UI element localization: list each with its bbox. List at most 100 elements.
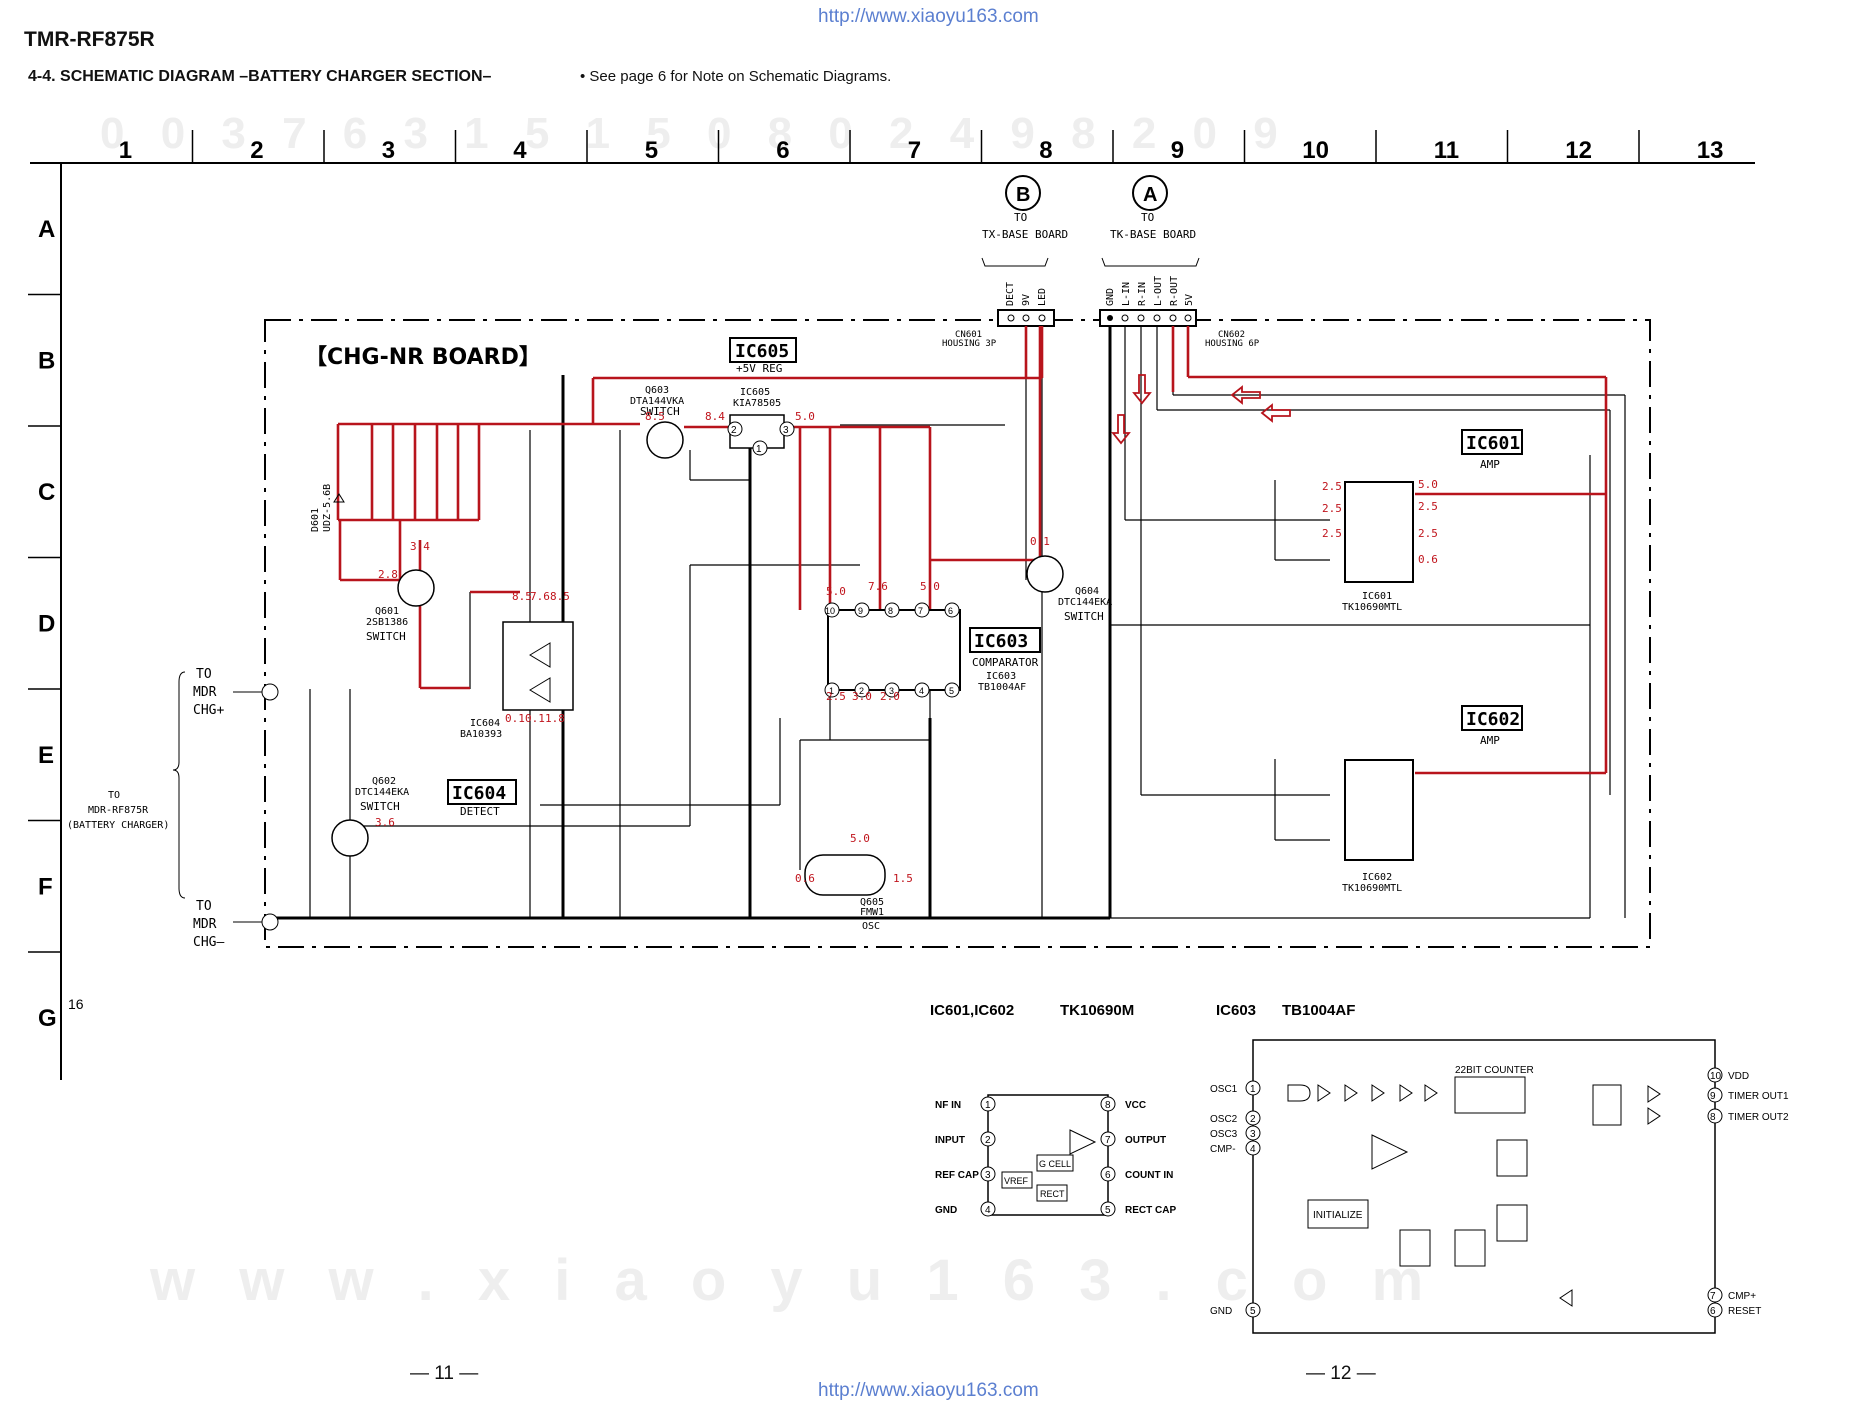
voltage-label: 1.5 — [893, 872, 913, 885]
svg-text:SWITCH: SWITCH — [366, 630, 406, 643]
svg-text:6: 6 — [948, 606, 953, 616]
svg-text:2SB1386: 2SB1386 — [366, 617, 408, 628]
signal-arrows — [1111, 374, 1291, 445]
svg-text:BA10393: BA10393 — [460, 729, 502, 740]
svg-text:CN601: CN601 — [955, 330, 982, 340]
grid-col-label: 6 — [776, 137, 789, 164]
tb-pin-right: VDD — [1728, 1071, 1749, 1082]
svg-text:DTC144EKA: DTC144EKA — [1058, 597, 1112, 608]
svg-text:7: 7 — [918, 606, 923, 616]
transistor-q605: Q605 FMW1 OSC — [804, 854, 886, 932]
svg-text:7: 7 — [1710, 1291, 1716, 1302]
voltage-label: 0.6 — [1418, 553, 1438, 566]
tb-pin-right: RESET — [1728, 1306, 1761, 1317]
grid-col-label: 9 — [1171, 137, 1184, 164]
top-url[interactable]: http://www.xiaoyu163.com — [818, 6, 1039, 27]
tk-pin-right: RECT CAP — [1125, 1205, 1176, 1216]
transistor-q604: Q604 DTC144EKA SWITCH — [1026, 555, 1112, 623]
svg-text:SWITCH: SWITCH — [1064, 610, 1104, 623]
connector-a: A TO TK-BASE BOARD CN602 HOUSING 6P GND … — [1099, 175, 1260, 349]
transistor-q602: Q602 DTC144EKA SWITCH — [331, 776, 409, 857]
svg-text:GND: GND — [1105, 288, 1116, 306]
bottom-url[interactable]: http://www.xiaoyu163.com — [818, 1380, 1039, 1401]
voltage-label: 2.5 — [826, 690, 846, 703]
svg-text:4: 4 — [919, 686, 924, 696]
svg-text:IC603: IC603 — [986, 671, 1016, 682]
tk-pin-right: OUTPUT — [1125, 1135, 1166, 1146]
svg-text:8: 8 — [1710, 1112, 1716, 1123]
schematic-note: • See page 6 for Note on Schematic Diagr… — [580, 68, 892, 85]
tk-pin-right: VCC — [1125, 1100, 1146, 1111]
model-title: TMR-RF875R — [24, 28, 155, 51]
tk-pin-right: COUNT IN — [1125, 1170, 1173, 1181]
grid-col-label: 3 — [382, 137, 395, 164]
svg-text:(BATTERY CHARGER): (BATTERY CHARGER) — [67, 820, 169, 831]
svg-text:22BIT COUNTER: 22BIT COUNTER — [1455, 1065, 1534, 1076]
svg-text:6: 6 — [1710, 1306, 1716, 1317]
svg-text:Q601: Q601 — [375, 606, 399, 617]
svg-text:IC603: IC603 — [1216, 1002, 1256, 1019]
transistor-q603: Q603 DTA144VKA SWITCH — [630, 385, 684, 459]
svg-text:TK10690MTL: TK10690MTL — [1342, 883, 1402, 894]
voltage-label: 0.6 — [795, 872, 815, 885]
svg-text:IC601,IC602: IC601,IC602 — [930, 1002, 1014, 1019]
svg-text:8: 8 — [1105, 1100, 1111, 1111]
svg-text:HOUSING 6P: HOUSING 6P — [1205, 339, 1260, 349]
svg-text:Q602: Q602 — [372, 776, 396, 787]
svg-text:HOUSING 3P: HOUSING 3P — [942, 339, 997, 349]
grid-frame — [30, 162, 1755, 1080]
voltage-label: 8.5 — [512, 590, 532, 603]
svg-text:A: A — [1143, 184, 1157, 206]
voltage-label: 2.5 — [1322, 502, 1342, 515]
svg-text:TO: TO — [1141, 211, 1154, 224]
diode-d601: D601 UDZ-5.6B — [310, 484, 345, 532]
ic601: IC601 AMP IC601 TK10690MTL — [1342, 429, 1523, 613]
voltage-label: 7.6 — [530, 590, 550, 603]
svg-text:D601: D601 — [310, 508, 321, 532]
svg-text:1: 1 — [756, 444, 762, 455]
svg-text:CHG+: CHG+ — [193, 703, 224, 718]
svg-text:R-IN: R-IN — [1137, 282, 1148, 306]
voltage-label: 2.5 — [1418, 527, 1438, 540]
grid-col-label: 11 — [1434, 137, 1459, 164]
tb-pin-left: OSC3 — [1210, 1129, 1238, 1140]
svg-text:MDR: MDR — [193, 917, 217, 932]
svg-text:5V: 5V — [1184, 294, 1195, 306]
svg-text:2: 2 — [859, 686, 864, 696]
grid-row-label: B — [38, 347, 55, 374]
svg-text:MDR: MDR — [193, 685, 217, 700]
svg-text:5: 5 — [1105, 1205, 1111, 1216]
svg-text:9: 9 — [1710, 1091, 1716, 1102]
svg-text:7: 7 — [1105, 1135, 1111, 1146]
voltage-label: 3.6 — [375, 816, 395, 829]
watermark-digits: 0 0 3 7 6 3 1 5 1 5 0 8 0 2 4 9 8 2 0 9 — [100, 109, 1290, 158]
svg-text:2: 2 — [731, 425, 737, 436]
svg-text:10: 10 — [825, 606, 835, 616]
svg-text:SWITCH: SWITCH — [360, 800, 400, 813]
ic602: IC602 AMP IC602 TK10690MTL — [1342, 705, 1523, 894]
page-number-left: — 11 — — [410, 1363, 479, 1384]
svg-text:3: 3 — [1250, 1129, 1256, 1140]
mdr-terminals: TO MDR CHG+ TO MDR CHG– TO MDR-RF875R (B… — [67, 667, 279, 950]
grid-col-label: 12 — [1565, 137, 1592, 164]
tb-pin-right: TIMER OUT2 — [1728, 1112, 1789, 1123]
svg-text:5: 5 — [1250, 1306, 1256, 1317]
grid-row-label: G — [38, 1005, 57, 1032]
voltage-label: 7.6 — [868, 580, 888, 593]
board-title: 【CHG-NR BOARD】 — [305, 345, 541, 370]
voltage-label: 8.4 — [705, 410, 725, 423]
svg-text:TK10690MTL: TK10690MTL — [1342, 602, 1402, 613]
voltage-label: 0.1 — [525, 712, 545, 725]
tb-pin-right: TIMER OUT1 — [1728, 1091, 1789, 1102]
grid-col-label: 5 — [645, 137, 658, 164]
transistor-q601: Q601 2SB1386 SWITCH — [366, 569, 435, 643]
svg-text:DTC144EKA: DTC144EKA — [355, 787, 409, 798]
svg-text:IC604: IC604 — [452, 783, 506, 804]
svg-text:4: 4 — [1250, 1144, 1256, 1155]
voltage-label: 3.0 — [852, 690, 872, 703]
voltage-label: 8.5 — [550, 590, 570, 603]
svg-text:DETECT: DETECT — [460, 805, 500, 818]
board-outline — [264, 319, 1651, 948]
svg-text:2: 2 — [1250, 1114, 1256, 1125]
